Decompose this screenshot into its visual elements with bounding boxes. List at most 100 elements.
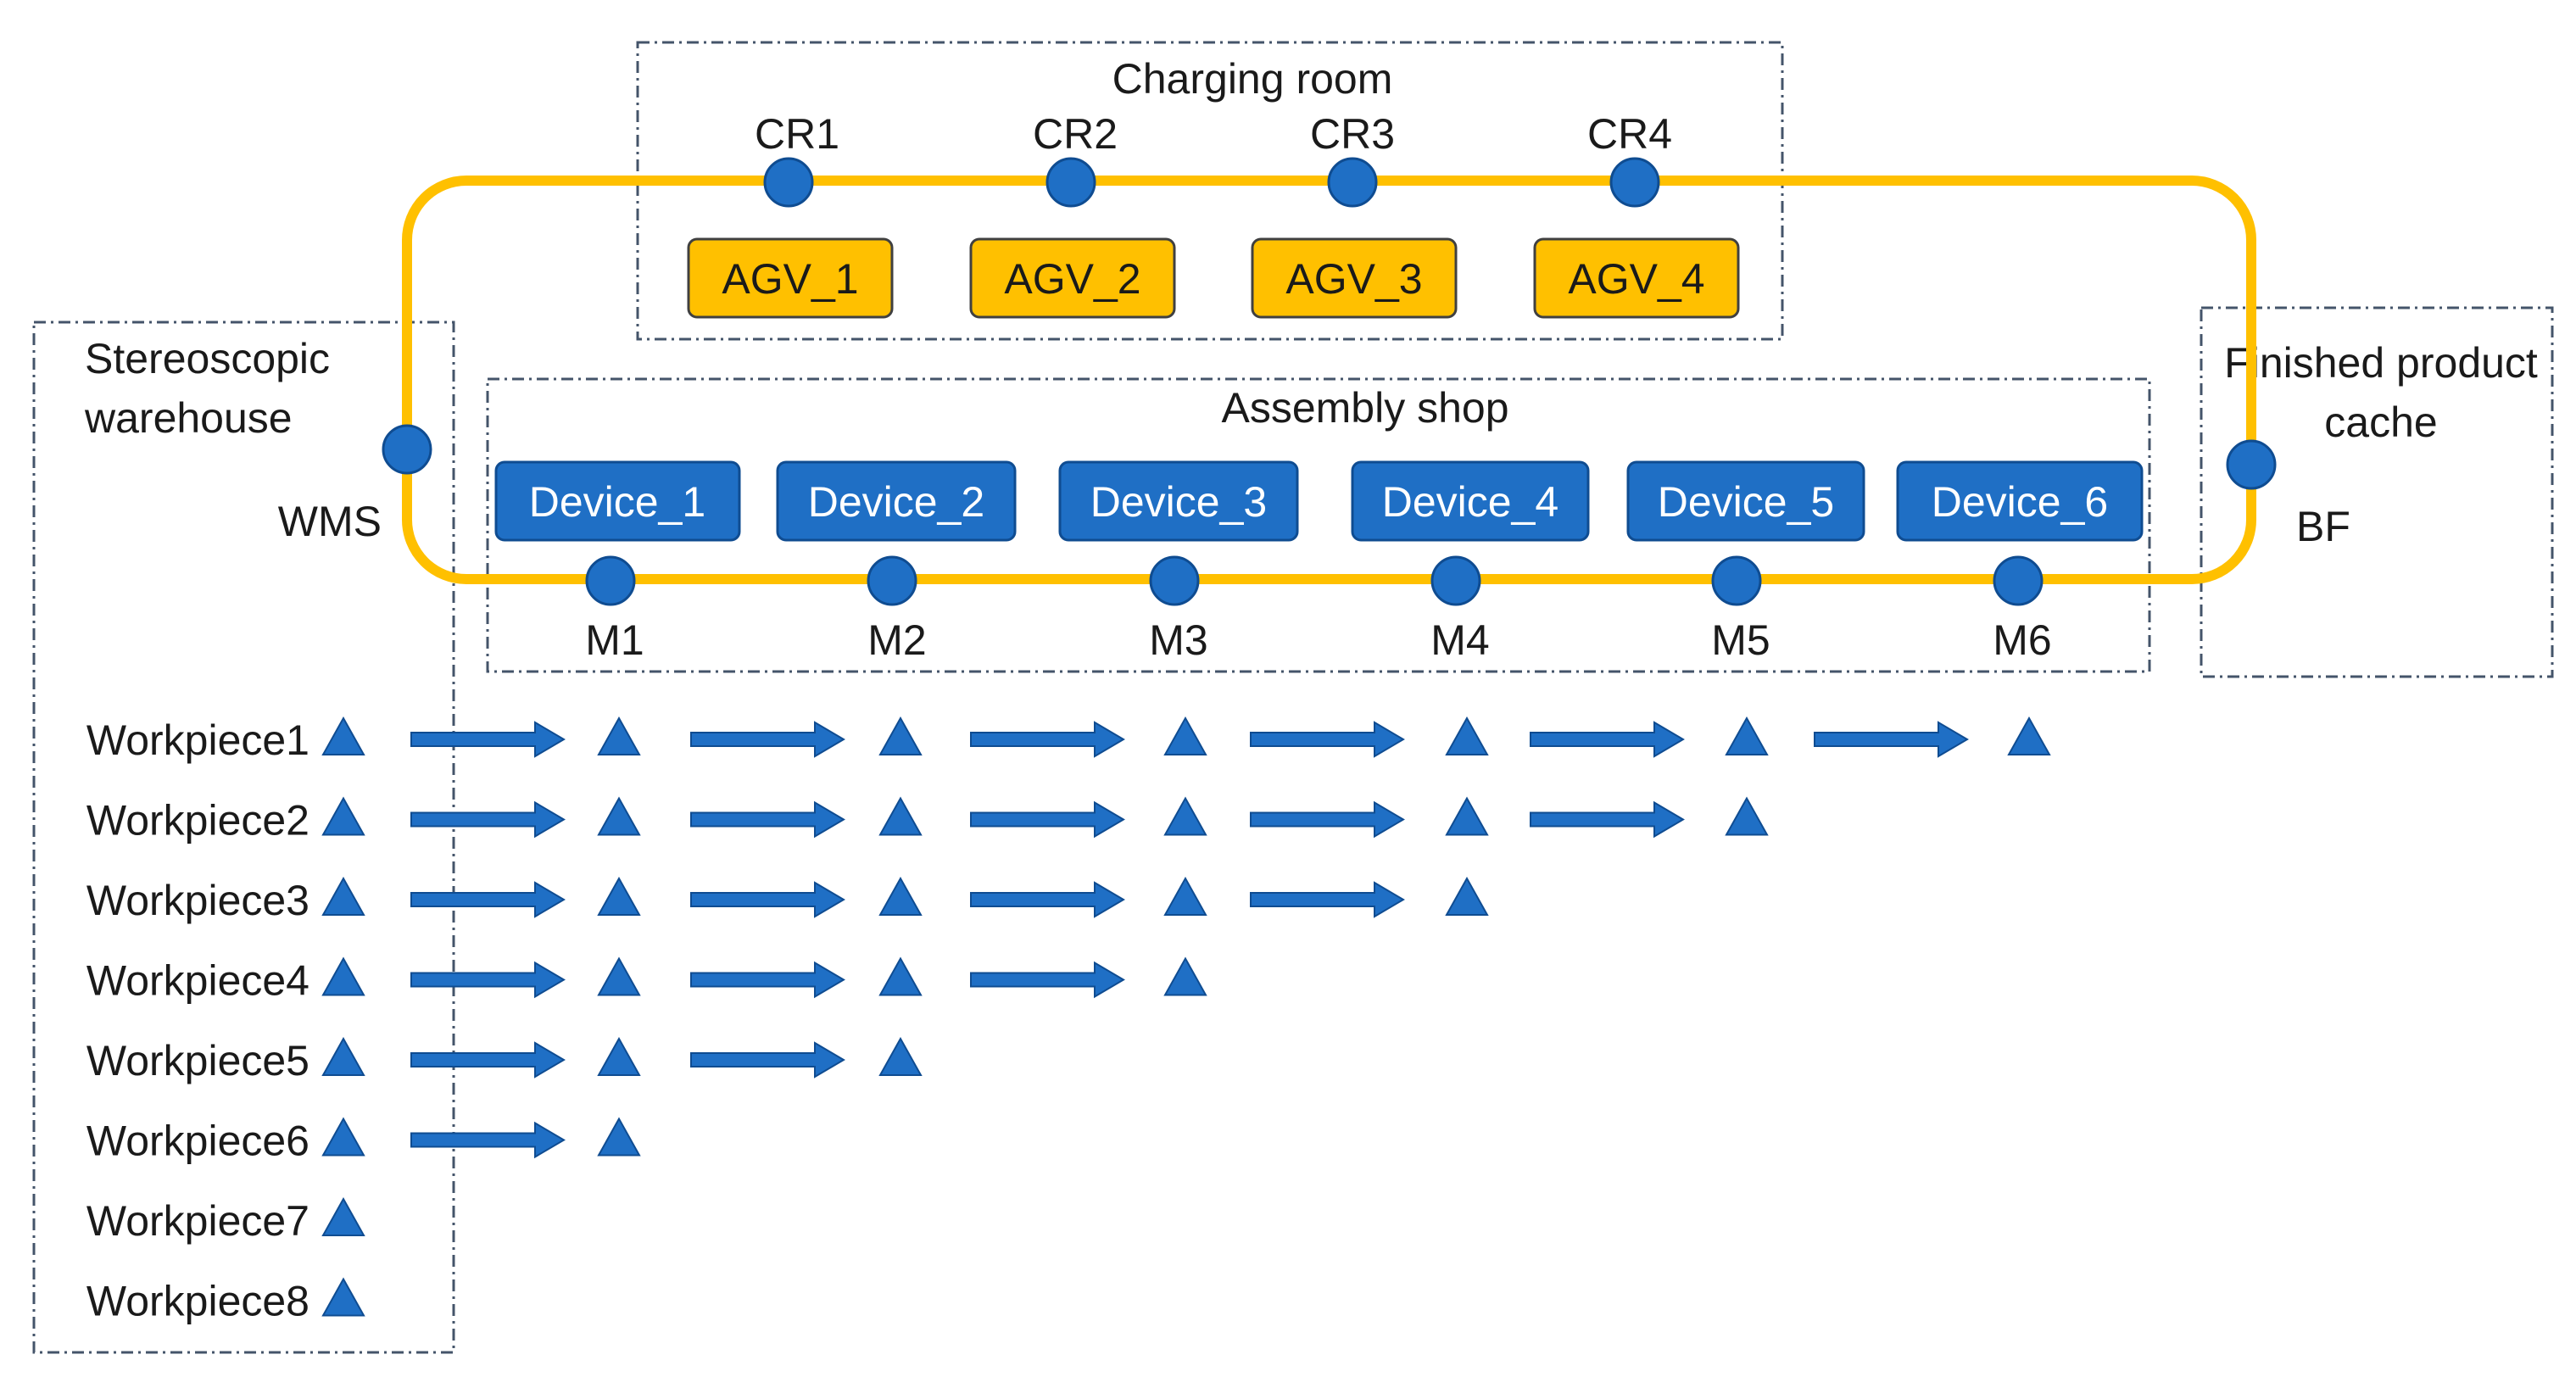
workpiece-4-stage-0-marker xyxy=(321,956,365,996)
workpiece-3-stage-3-marker xyxy=(1163,876,1207,916)
device-label-2: Device_2 xyxy=(808,478,984,526)
charging-label-cr1: CR1 xyxy=(755,110,839,158)
workpiece-3-stage-1-marker xyxy=(597,876,641,916)
workpiece-4-stage-1-marker xyxy=(597,956,641,996)
device-group: Device_1 Device_2 Device_3 Device_4 Devi… xyxy=(494,460,2144,542)
workpiece-label-1: Workpiece1 xyxy=(86,716,309,764)
workpiece-8-stage-0-marker xyxy=(321,1277,365,1317)
workpiece-2-stage-4-marker xyxy=(1445,796,1489,836)
workpiece-2-stage-3-marker xyxy=(1163,796,1207,836)
workpiece-1-stage-2-marker xyxy=(878,716,923,755)
workpiece-label-4: Workpiece4 xyxy=(86,957,309,1005)
device-node-m1 xyxy=(585,555,636,606)
workpiece-5-stage-2-marker xyxy=(878,1036,923,1076)
workpiece-1-transfer-arrow-1 xyxy=(410,721,566,758)
workpiece-1-transfer-arrow-4 xyxy=(1250,721,1405,758)
device-box-1 xyxy=(494,460,741,542)
warehouse-node-wms xyxy=(382,424,432,475)
device-box-2 xyxy=(776,460,1017,542)
device-box-6 xyxy=(1896,460,2144,542)
workpiece-2-transfer-arrow-2 xyxy=(690,800,845,839)
workpiece-flow-rows: Workpiece1Workpiece2Workpiece3Workpiece4… xyxy=(86,716,2051,1325)
device-label-3: Device_3 xyxy=(1090,478,1267,526)
workpiece-1-stage-6-marker xyxy=(2007,716,2051,755)
warehouse-title-line1: Stereoscopic xyxy=(85,335,330,382)
agv-label-4: AGV_4 xyxy=(1568,255,1704,303)
charging-node-cr2 xyxy=(1045,157,1096,208)
workpiece-3-stage-4-marker xyxy=(1445,876,1489,916)
agv-label-3: AGV_3 xyxy=(1285,255,1422,303)
workpiece-2-stage-2-marker xyxy=(878,796,923,836)
workpiece-label-3: Workpiece3 xyxy=(86,877,309,924)
device-stations: M1 M2 M3 M4 M5 M6 xyxy=(585,555,2052,664)
workpiece-label-2: Workpiece2 xyxy=(86,797,309,845)
device-box-5 xyxy=(1626,460,1865,542)
device-node-label-m5: M5 xyxy=(1711,616,1770,664)
charging-room-title: Charging room xyxy=(1112,55,1393,103)
agv-group: AGV_1 AGV_2 AGV_3 AGV_4 xyxy=(687,237,1740,319)
workpiece-5-stage-1-marker xyxy=(597,1036,641,1076)
workpiece-7-stage-0-marker xyxy=(321,1196,365,1236)
workpiece-3-transfer-arrow-3 xyxy=(970,881,1125,918)
device-node-m4 xyxy=(1430,555,1481,606)
device-box-4 xyxy=(1351,460,1590,542)
warehouse-title-line2: warehouse xyxy=(84,394,293,442)
workpiece-4-stage-3-marker xyxy=(1163,956,1207,996)
device-node-label-m4: M4 xyxy=(1430,616,1489,664)
device-label-4: Device_4 xyxy=(1382,478,1558,526)
charging-room-zone xyxy=(636,41,1784,341)
cache-node-bf xyxy=(2226,439,2277,490)
workpiece-5-transfer-arrow-2 xyxy=(690,1041,845,1079)
workpiece-label-5: Workpiece5 xyxy=(86,1037,309,1084)
device-label-5: Device_5 xyxy=(1658,478,1834,526)
workpiece-1-transfer-arrow-3 xyxy=(970,721,1125,758)
workpiece-2-transfer-arrow-5 xyxy=(1530,800,1685,839)
charging-node-cr1 xyxy=(763,157,814,208)
workpiece-3-stage-2-marker xyxy=(878,876,923,916)
cache-label-bf: BF xyxy=(2296,503,2350,550)
device-label-1: Device_1 xyxy=(529,478,705,526)
device-label-6: Device_6 xyxy=(1932,478,2108,526)
workpiece-2-transfer-arrow-4 xyxy=(1250,800,1405,839)
workpiece-2-stage-0-marker xyxy=(321,796,365,836)
device-node-label-m3: M3 xyxy=(1149,616,1207,664)
charging-label-cr3: CR3 xyxy=(1310,110,1395,158)
assembly-shop-title: Assembly shop xyxy=(1221,384,1508,432)
device-node-m2 xyxy=(867,555,917,606)
workpiece-1-transfer-arrow-2 xyxy=(690,721,845,758)
workpiece-4-stage-2-marker xyxy=(878,956,923,996)
cache-title-line2: cache xyxy=(2324,399,2437,446)
agv-box-4 xyxy=(1533,237,1740,319)
workpiece-1-transfer-arrow-5 xyxy=(1530,721,1685,758)
agv-box-2 xyxy=(969,237,1176,319)
workpiece-6-stage-0-marker xyxy=(321,1117,365,1157)
workpiece-2-stage-1-marker xyxy=(597,796,641,836)
workpiece-4-transfer-arrow-3 xyxy=(970,961,1125,999)
workpiece-1-stage-4-marker xyxy=(1445,716,1489,755)
workpiece-3-transfer-arrow-1 xyxy=(410,881,566,918)
agv-label-1: AGV_1 xyxy=(722,255,858,303)
charging-label-cr2: CR2 xyxy=(1033,110,1118,158)
device-node-label-m2: M2 xyxy=(867,616,926,664)
workpiece-2-transfer-arrow-3 xyxy=(970,800,1125,839)
charging-node-cr4 xyxy=(1609,157,1660,208)
warehouse-zone xyxy=(32,321,455,1354)
finished-cache-zone xyxy=(2200,306,2554,678)
workpiece-1-transfer-arrow-6 xyxy=(1814,721,1969,758)
workpiece-6-stage-1-marker xyxy=(597,1117,641,1157)
workpiece-4-transfer-arrow-1 xyxy=(410,961,566,999)
workpiece-1-stage-0-marker xyxy=(321,716,365,755)
workpiece-1-stage-1-marker xyxy=(597,716,641,755)
workpiece-5-transfer-arrow-1 xyxy=(410,1041,566,1079)
charging-node-cr3 xyxy=(1327,157,1378,208)
workpiece-label-7: Workpiece7 xyxy=(86,1197,309,1245)
assembly-shop-zone xyxy=(486,377,2151,673)
workpiece-label-6: Workpiece6 xyxy=(86,1118,309,1165)
device-node-m5 xyxy=(1711,555,1762,606)
device-box-3 xyxy=(1058,460,1299,542)
agv-box-1 xyxy=(687,237,894,319)
workpiece-3-transfer-arrow-4 xyxy=(1250,881,1405,918)
charging-stations: CR1 CR2 CR3 CR4 xyxy=(755,110,1672,208)
workpiece-3-transfer-arrow-2 xyxy=(690,881,845,918)
workpiece-2-transfer-arrow-1 xyxy=(410,800,566,839)
